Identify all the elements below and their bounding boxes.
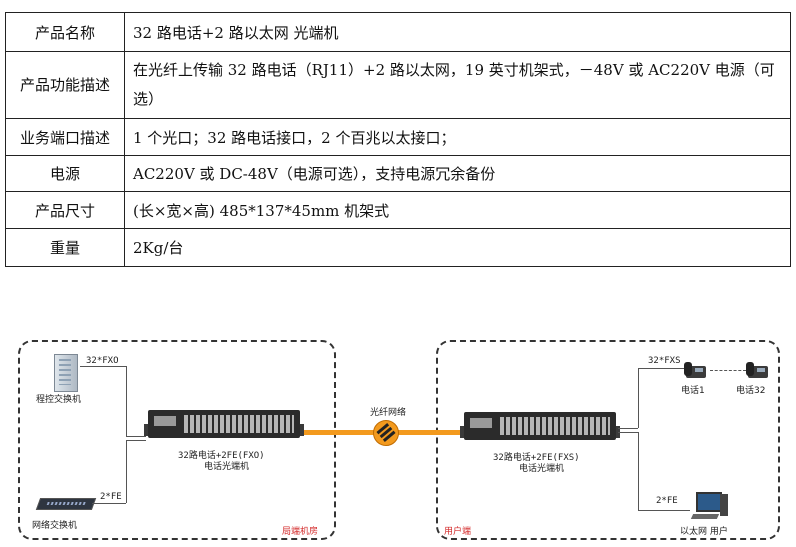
pc-link-line <box>618 432 638 433</box>
spec-row-weight: 重量 2Kg/台 <box>5 228 791 267</box>
computer-icon <box>690 492 730 522</box>
phone-1-label: 电话1 <box>681 386 705 396</box>
fiber-network-icon <box>373 420 399 446</box>
spec-label: 产品尺寸 <box>5 191 125 229</box>
user-side-label: 用户端 <box>444 527 472 537</box>
network-switch-icon <box>35 498 97 510</box>
phone-link-line <box>618 428 638 429</box>
spec-row-size: 产品尺寸 (长×宽×高) 485*137*45mm 机架式 <box>5 191 791 229</box>
device-fxo-label: 32路电话+2FE(FXO) <box>178 451 265 461</box>
phone-32-label: 电话32 <box>736 386 766 396</box>
phone-link-line <box>638 368 684 369</box>
spec-label: 电源 <box>5 155 125 192</box>
spec-value: 在光纤上传输 32 路电话（RJ11）+2 路以太网，19 英寸机架式，－48V… <box>124 51 791 119</box>
switch-label: 网络交换机 <box>32 521 78 531</box>
central-office-zone <box>18 340 336 540</box>
spec-value: (长×宽×高) 485*137*45mm 机架式 <box>124 191 791 229</box>
switch-link-line <box>92 503 126 504</box>
switch-link-line <box>126 440 146 441</box>
pbx-label: 程控交换机 <box>36 395 82 405</box>
pbx-link-label: 32*FXO <box>86 356 119 366</box>
switch-link-line <box>126 440 127 503</box>
central-office-label: 局端机房 <box>282 527 319 537</box>
spec-table: 产品名称 32 路电话+2 路以太网 光端机 产品功能描述 在光纤上传输 32 … <box>5 12 791 267</box>
spec-label: 重量 <box>5 228 125 267</box>
pbx-icon <box>54 354 78 392</box>
device-fxo-sublabel: 电话光端机 <box>204 462 250 472</box>
spec-value: 32 路电话+2 路以太网 光端机 <box>124 12 791 52</box>
pc-link-line <box>638 510 690 511</box>
phone-link-line <box>638 368 639 428</box>
spec-label: 业务端口描述 <box>5 118 125 156</box>
spec-value: 1 个光口；32 路电话接口，2 个百兆以太接口； <box>124 118 791 156</box>
spec-row-function: 产品功能描述 在光纤上传输 32 路电话（RJ11）+2 路以太网，19 英寸机… <box>5 51 791 119</box>
pc-link-label: 2*FE <box>656 496 678 506</box>
spec-label: 产品功能描述 <box>5 51 125 119</box>
pc-link-line <box>638 432 639 510</box>
spec-row-name: 产品名称 32 路电话+2 路以太网 光端机 <box>5 12 791 52</box>
user-side-zone <box>436 340 780 540</box>
fiber-network-label: 光纤网络 <box>370 408 407 418</box>
spec-value: 2Kg/台 <box>124 228 791 267</box>
phone-link-label: 32*FXS <box>648 356 681 366</box>
pbx-link-line <box>80 366 126 367</box>
network-diagram: 程控交换机 32*FXO 网络交换机 2*FE 32路电话+2FE(FXO) 电… <box>0 330 796 547</box>
spec-label: 产品名称 <box>5 12 125 52</box>
spec-row-power: 电源 AC220V 或 DC-48V（电源可选），支持电源冗余备份 <box>5 155 791 192</box>
optical-terminal-fxs-icon <box>460 412 620 442</box>
device-fxs-label: 32路电话+2FE(FXS) <box>493 453 580 463</box>
spec-value: AC220V 或 DC-48V（电源可选），支持电源冗余备份 <box>124 155 791 192</box>
device-fxs-sublabel: 电话光端机 <box>519 464 565 474</box>
pbx-link-line <box>126 436 146 437</box>
phone-32-icon <box>746 360 770 378</box>
optical-terminal-fxo-icon <box>144 410 304 440</box>
spec-row-ports: 业务端口描述 1 个光口；32 路电话接口，2 个百兆以太接口； <box>5 118 791 156</box>
phone-range-dots <box>710 370 746 371</box>
pc-label: 以太网 用户 <box>680 527 728 537</box>
switch-link-label: 2*FE <box>100 492 122 502</box>
phone-1-icon <box>684 360 708 378</box>
pbx-link-line <box>126 366 127 436</box>
